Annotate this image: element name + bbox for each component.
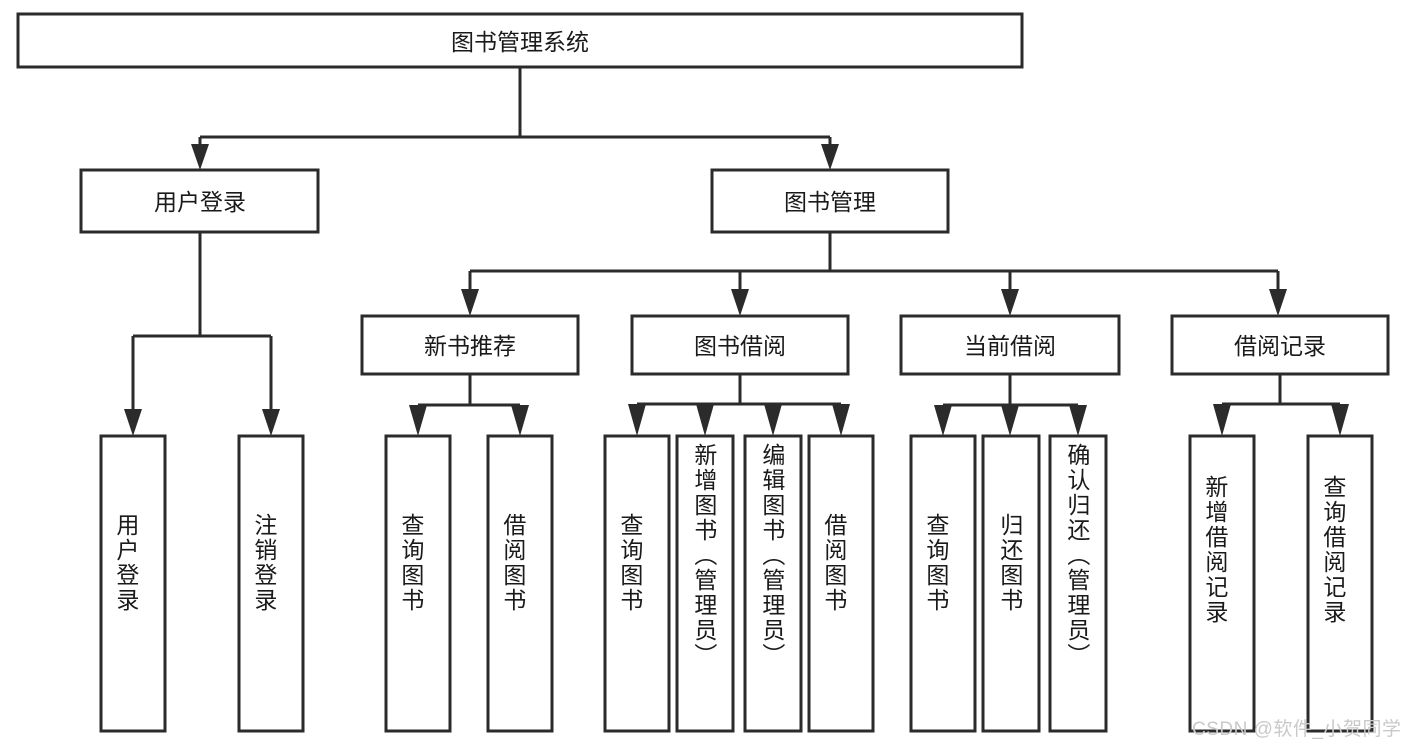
arrow-head-leaf-user-login [124, 409, 142, 436]
arrow-head-current-borrow [1001, 289, 1019, 316]
node-box-leaf-borrow-edit-book[interactable] [743, 434, 803, 733]
node-borrow-record[interactable]: 借阅记录 [1170, 314, 1390, 376]
arrow-head-recommend-query-book [409, 405, 427, 436]
arrow-head-record-add-record [1213, 404, 1231, 436]
arrow-head-current-confirm-return [1069, 405, 1087, 436]
arrow-head-new-book-recommend [461, 289, 479, 316]
node-box-book-management[interactable] [710, 168, 950, 234]
arrow-head-borrow-borrow-book [832, 404, 850, 436]
arrow-head-borrow-add-book [696, 404, 714, 436]
node-box-leaf-recommend-query-book[interactable] [384, 434, 452, 733]
node-box-leaf-borrow-borrow-book[interactable] [807, 434, 875, 733]
arrow-head-record-query-record [1331, 404, 1349, 436]
node-box-book-borrow[interactable] [630, 314, 850, 376]
node-box-leaf-recommend-borrow-book[interactable] [486, 434, 554, 733]
node-box-leaf-borrow-add-book[interactable] [675, 434, 735, 733]
node-label-current-borrow: 当前借阅 [964, 333, 1056, 359]
csdn-watermark: CSDN @软件_小贺同学 [1192, 719, 1402, 740]
arrow-head-book-mgmt [821, 144, 839, 170]
node-book-borrow[interactable]: 图书借阅 [630, 314, 850, 376]
node-box-leaf-current-query-book[interactable] [909, 434, 977, 733]
node-label-borrow-record: 借阅记录 [1234, 333, 1326, 359]
arrow-head-current-query-book [934, 405, 952, 436]
node-box-user-login[interactable] [79, 168, 320, 234]
node-box-current-borrow[interactable] [899, 314, 1121, 376]
node-root-book-management-system[interactable]: 图书管理系统 [16, 12, 1024, 69]
node-box-leaf-record-add-record[interactable] [1188, 434, 1256, 733]
arrow-head-borrow-record [1269, 289, 1287, 316]
node-label-new-book-recommend: 新书推荐 [424, 333, 516, 359]
node-box-leaf-logout[interactable] [237, 434, 305, 733]
node-book-management[interactable]: 图书管理 [710, 168, 950, 234]
node-new-book-recommend[interactable]: 新书推荐 [360, 314, 580, 376]
node-label-user-login: 用户登录 [154, 189, 246, 215]
arrow-head-leaf-logout [262, 409, 280, 436]
node-user-login[interactable]: 用户登录 [79, 168, 320, 234]
node-box-borrow-record[interactable] [1170, 314, 1390, 376]
connector-group [124, 67, 1349, 436]
arrow-head-recommend-borrow-book [511, 405, 529, 436]
arrow-head-current-return-book [1001, 405, 1019, 436]
arrow-head-user-login [191, 144, 209, 170]
node-box-leaf-current-confirm-return[interactable] [1048, 434, 1108, 733]
node-box-leaf-record-query-record[interactable] [1306, 434, 1374, 733]
node-current-borrow[interactable]: 当前借阅 [899, 314, 1121, 376]
arrow-head-borrow-edit-book [764, 404, 782, 436]
node-box-leaf-user-login[interactable] [99, 434, 167, 733]
arrow-head-book-borrow [731, 289, 749, 316]
node-box-leaf-current-return-book[interactable] [981, 434, 1041, 733]
arrow-head-borrow-query-book [628, 404, 646, 436]
node-box-leaf-borrow-query-book[interactable] [603, 434, 671, 733]
node-box-root[interactable] [16, 12, 1024, 69]
node-label-book-management: 图书管理 [784, 189, 876, 215]
node-label-book-borrow: 图书借阅 [694, 333, 786, 359]
node-box-new-book-recommend[interactable] [360, 314, 580, 376]
node-label-root: 图书管理系统 [451, 29, 589, 55]
